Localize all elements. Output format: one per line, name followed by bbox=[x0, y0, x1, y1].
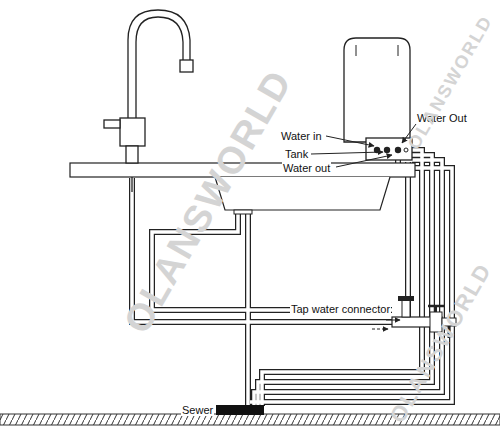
port-label: Tank bbox=[284, 148, 309, 160]
watermark: OLANSWORLD bbox=[403, 12, 497, 153]
port-label: Water out bbox=[282, 162, 331, 174]
sink-drain bbox=[234, 210, 252, 214]
part-label: Tap water connector bbox=[290, 303, 391, 315]
ground bbox=[0, 414, 500, 425]
part-label: Sewer bbox=[181, 404, 214, 416]
port-label: Water in bbox=[280, 130, 323, 142]
leader-lines bbox=[311, 124, 416, 320]
faucet bbox=[104, 10, 193, 192]
sewer-inlet bbox=[216, 405, 264, 415]
